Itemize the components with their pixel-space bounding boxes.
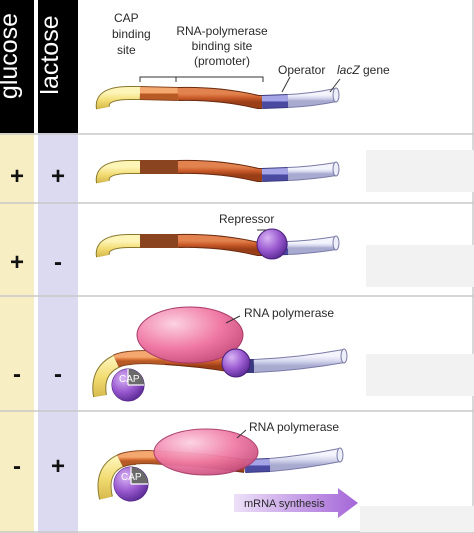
lactose-header: lactose: [36, 15, 64, 94]
promoter-label: RNA-polymerase binding site (promoter): [176, 24, 268, 68]
answer-box-row3: [366, 354, 474, 396]
glucose-header-bg: [0, 0, 34, 133]
row4-glucose-sign: -: [13, 453, 21, 480]
rna-polymerase-protein-row4: [153, 428, 259, 476]
cap-protein-row3: [111, 368, 145, 402]
repressor-protein: [256, 228, 288, 260]
svg-text:CAP: CAP: [114, 11, 139, 25]
label-leaders: [139, 76, 341, 93]
dna-strand-header: [95, 86, 340, 110]
row1-glucose-sign: +: [10, 163, 24, 190]
row2-glucose-sign: +: [10, 249, 24, 276]
cap-protein-row4: [113, 466, 149, 502]
cap-label-row4: CAP: [121, 472, 142, 483]
glucose-header: glucose: [0, 13, 23, 99]
dna-strand-row2: [95, 233, 340, 258]
repressor-protein-row3: [221, 348, 251, 378]
lactose-header-bg: [38, 0, 78, 133]
mrna-synthesis-arrow: [234, 488, 358, 518]
dna-strand-row1: [95, 159, 340, 184]
svg-text:(promoter): (promoter): [194, 54, 250, 68]
answer-box-row4: [360, 506, 474, 532]
svg-text:RNA-polymerase: RNA-polymerase: [176, 24, 268, 38]
repressor-label: Repressor: [219, 212, 274, 226]
cap-label-row3: CAP: [119, 374, 140, 385]
rna-polymerase-label-row3: RNA polymerase: [244, 306, 334, 320]
row3-glucose-sign: -: [13, 361, 21, 388]
cap-binding-site-label: CAP binding site: [112, 11, 151, 57]
answer-box-row2: [366, 245, 474, 287]
svg-text:binding site: binding site: [192, 39, 253, 53]
rna-polymerase-protein: [136, 306, 244, 364]
mrna-synthesis-label: mRNA synthesis: [244, 498, 325, 510]
rna-polymerase-label-row4: RNA polymerase: [249, 420, 339, 434]
row3-lactose-sign: -: [54, 361, 62, 388]
row2-lactose-sign: -: [54, 249, 62, 276]
svg-text:binding: binding: [112, 27, 151, 41]
lacz-gene-label: lacZ gene: [337, 63, 390, 77]
answer-box-row1: [366, 150, 474, 192]
svg-text:site: site: [117, 43, 136, 57]
row4-lactose-sign: +: [51, 453, 65, 480]
row1-lactose-sign: +: [51, 163, 65, 190]
operator-label: Operator: [278, 63, 325, 77]
